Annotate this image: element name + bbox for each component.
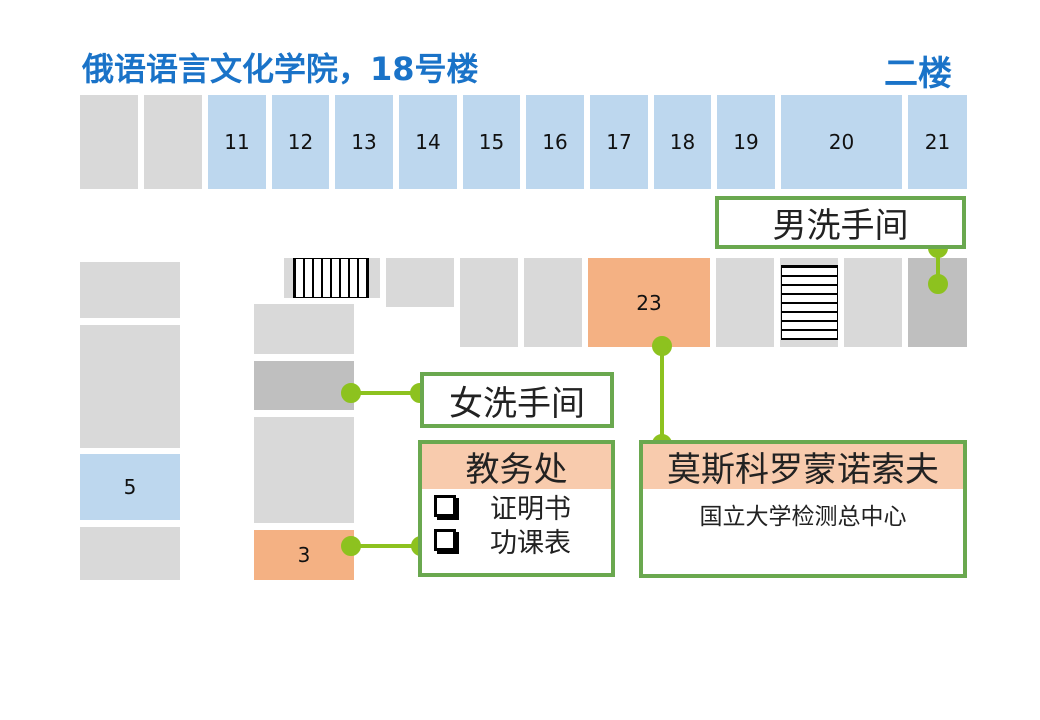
room-unnumbered[interactable]	[386, 258, 454, 307]
room-23[interactable]: 23	[588, 258, 710, 347]
room-21[interactable]: 21	[908, 95, 967, 189]
academic-office-title: 教务处	[422, 444, 611, 490]
floor-label: 二楼	[884, 54, 952, 94]
room-unnumbered[interactable]	[80, 262, 180, 318]
womens-restroom-room[interactable]	[254, 361, 354, 410]
room-13[interactable]: 13	[335, 95, 393, 189]
room-19[interactable]: 19	[717, 95, 775, 189]
room-20[interactable]: 20	[781, 95, 902, 189]
room-unnumbered[interactable]	[716, 258, 774, 347]
connector-dot	[341, 383, 361, 403]
womens-restroom-label: 女洗手间	[449, 383, 585, 424]
room-12[interactable]: 12	[272, 95, 329, 189]
checkbox-icon	[434, 495, 456, 517]
connector-dot	[341, 536, 361, 556]
room-3[interactable]: 3	[254, 530, 354, 580]
room-14[interactable]: 14	[399, 95, 457, 189]
room-unnumbered[interactable]	[144, 95, 202, 189]
room-unnumbered[interactable]	[80, 325, 180, 448]
room-16[interactable]: 16	[526, 95, 584, 189]
moscow-center-callout[interactable]: 莫斯科罗蒙诺索夫 国立大学检测总中心	[639, 440, 967, 578]
room-17[interactable]: 17	[590, 95, 648, 189]
room-unnumbered[interactable]	[80, 95, 138, 189]
room-11[interactable]: 11	[208, 95, 266, 189]
staircase-icon	[293, 258, 369, 298]
connector-dot	[928, 274, 948, 294]
mens-restroom-label: 男洗手间	[772, 206, 909, 246]
moscow-center-title: 莫斯科罗蒙诺索夫	[643, 444, 963, 490]
list-item: 功课表	[422, 523, 611, 559]
mens-restroom-callout[interactable]: 男洗手间	[715, 196, 966, 249]
room-15[interactable]: 15	[463, 95, 520, 189]
room-unnumbered[interactable]	[254, 417, 354, 523]
moscow-center-subtitle: 国立大学检测总中心	[699, 504, 907, 530]
timetable-item: 功课表	[490, 527, 571, 559]
room-5[interactable]: 5	[80, 454, 180, 520]
list-item: 证明书	[422, 489, 611, 525]
certificate-item: 证明书	[490, 493, 571, 525]
checkbox-icon	[434, 529, 456, 551]
room-unnumbered[interactable]	[844, 258, 902, 347]
room-unnumbered[interactable]	[460, 258, 518, 347]
room-18[interactable]: 18	[654, 95, 711, 189]
room-unnumbered[interactable]	[80, 527, 180, 580]
academic-office-callout[interactable]: 教务处 证明书 功课表	[418, 440, 615, 577]
connector-dot	[652, 336, 672, 356]
staircase-icon	[781, 265, 838, 340]
room-unnumbered[interactable]	[254, 304, 354, 354]
room-unnumbered[interactable]	[524, 258, 582, 347]
building-title: 俄语语言文化学院，18号楼	[82, 50, 479, 88]
womens-restroom-callout[interactable]: 女洗手间	[420, 372, 614, 428]
